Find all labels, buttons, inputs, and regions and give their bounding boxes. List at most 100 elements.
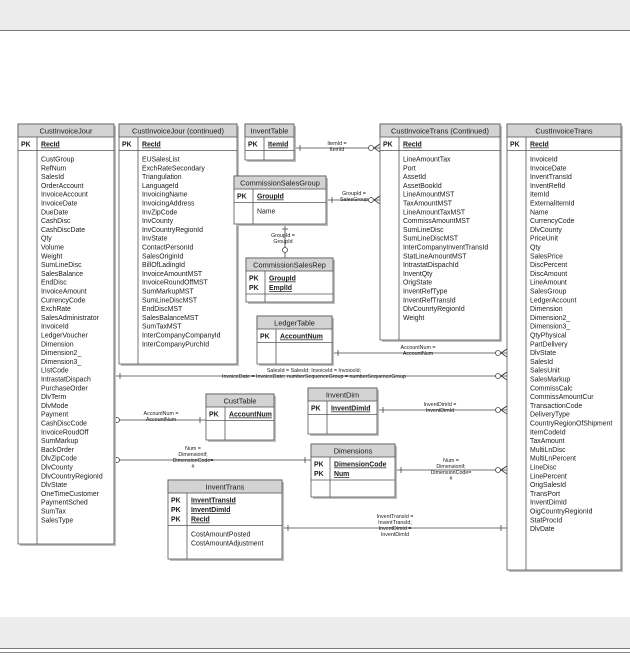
entity-field: DlvState (530, 350, 556, 357)
pk-label: PK (314, 462, 324, 469)
pk-label: PK (249, 276, 259, 283)
key-field: InventDimId (191, 507, 230, 514)
rel-crow (373, 195, 381, 201)
entity-field: InterCompanyCompanyId (142, 333, 221, 340)
entity-field: DiscPercent (530, 262, 567, 269)
entity-field: Dimension3_ (41, 359, 81, 366)
entity-field: InvoiceId (530, 157, 558, 164)
key-field: InventDimId (331, 406, 370, 413)
key-field: RecId (142, 142, 161, 149)
entity-field: InvoiceAmount (41, 289, 87, 296)
entity-field: TaxAmount (530, 438, 565, 445)
pk-label: PK (383, 142, 393, 149)
entity-field: SumTax (41, 509, 66, 516)
entity-field: CostAmountPosted (191, 532, 251, 539)
entity-field: InvoiceDate (530, 165, 567, 172)
entity-field: OrigState (403, 280, 432, 287)
entity-field: InventRefTransId (403, 297, 456, 304)
entity-field: AssetBookId (403, 183, 442, 190)
entity-title-bar (256, 315, 333, 330)
entity-field: DueDate (41, 209, 68, 216)
pk-label: PK (237, 194, 247, 201)
relationship-label: InventDimId = (424, 402, 457, 408)
relationship-label: AccountNum (403, 351, 434, 357)
entity-field: DlvCounty (41, 465, 73, 472)
entity-field: Payment (41, 412, 68, 419)
rel-crow (373, 199, 381, 205)
rel-crow (500, 469, 508, 475)
entity-field: CustGroup (41, 157, 74, 164)
entity-field: CashDiscDate (41, 227, 85, 234)
entity-title: Dimensions (334, 446, 373, 455)
entity-field: IntrastatDispach (41, 377, 91, 384)
entity-field: InvoiceAccount (41, 192, 88, 199)
entity-field: DlvCountryRegionId (41, 473, 103, 480)
key-field: AccountNum (229, 412, 272, 419)
pk-label: PK (249, 285, 259, 292)
relationship-label: DimensionCode= (173, 458, 214, 464)
pk-label: PK (510, 142, 520, 149)
entity-title-bar (205, 393, 275, 408)
rel-crow (373, 147, 381, 153)
relationship-label: # (192, 464, 195, 470)
relationship-label: AccountNum = (401, 345, 436, 351)
entity-title-bar (310, 443, 396, 458)
entity-title: CommissionSalesRep (253, 260, 326, 269)
entity-field: InventDimId (530, 500, 567, 507)
entity-title-bar (17, 123, 115, 138)
entity-field: InvState (142, 236, 167, 243)
rel-crow-circle (368, 145, 374, 151)
entity-field: BillOfLadingId (142, 262, 185, 269)
rel-crow-circle (495, 407, 501, 413)
relationship-label: InventDimId = (379, 526, 412, 532)
relationship-label: InventTransId; (378, 520, 412, 526)
entity-title: InventTable (251, 126, 289, 135)
entity-field: QtyPhysical (530, 333, 567, 340)
entity-field: ExchRate (41, 306, 71, 313)
entity-field: SumLineDisc (403, 227, 444, 234)
key-field: GroupId (269, 276, 296, 283)
entity-title-bar (506, 123, 622, 138)
entity-field: SalesType (41, 517, 73, 524)
entity-field: CommissAmountCur (530, 394, 594, 401)
entity-field: TransactionCode (530, 403, 582, 410)
key-field: Num (334, 471, 349, 478)
entity-field: InvoiceDate (41, 201, 78, 208)
entity-field: SumLineDiscMST (403, 236, 459, 243)
entity-title-bar (245, 257, 334, 272)
rel-crow (500, 465, 508, 471)
relationship-label: InventTransId = (377, 514, 414, 520)
entity-field: InvoiceRoundOffMST (142, 280, 209, 287)
entity-field: SalesId (41, 174, 64, 181)
relationship-label: ItemId = (327, 141, 346, 147)
relationship-label: SalesId = SalesId; InvoiceId = InvoiceId… (267, 368, 361, 374)
entity-field: InvoiceRoudOff (41, 429, 88, 436)
rel-crow (373, 143, 381, 149)
entity-field: InterCompanyInventTransId (403, 245, 488, 252)
entity-title-bar (244, 123, 295, 138)
pk-label: PK (209, 412, 219, 419)
key-field: RecId (403, 142, 422, 149)
entity-field: InvoicingAddress (142, 201, 195, 208)
entity-field: MultiLnDisc (530, 447, 566, 454)
key-field: RecId (530, 142, 549, 149)
key-field: EmplId (269, 285, 292, 292)
entity-field: CostAmountAdjustment (191, 540, 263, 547)
entity-field: PurchaseOrder (41, 385, 88, 392)
pk-label: PK (171, 507, 181, 514)
rel-crow (500, 352, 508, 358)
entity-title-bar (307, 387, 378, 402)
entity-field: PartDelivery (530, 341, 568, 348)
entity-title-bar (118, 123, 238, 138)
entity-box (17, 123, 115, 545)
entity-field: PaymentSched (41, 500, 88, 507)
entity-field: OigCountryRegionId (530, 509, 593, 516)
relationship-label: DimensionCode= (431, 470, 472, 476)
entity-title: CustInvoiceTrans (535, 126, 593, 135)
